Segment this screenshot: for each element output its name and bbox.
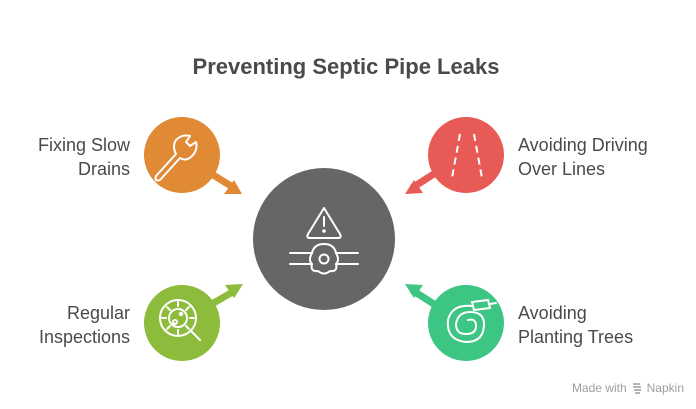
teal-circle <box>428 285 504 361</box>
label-line: Avoiding Driving <box>518 135 648 155</box>
label-line: Regular <box>66 303 130 323</box>
label-avoiding-driving: Avoiding Driving Over Lines <box>518 133 688 181</box>
green-circle <box>144 285 220 361</box>
label-line: Inspections <box>38 327 130 347</box>
arrow-head <box>225 284 243 298</box>
road-icon <box>451 133 483 179</box>
red-circle <box>428 117 504 193</box>
label-line: Drains <box>77 159 130 179</box>
arrow-head <box>224 180 242 194</box>
label-regular-inspections: Regular Inspections <box>20 301 130 349</box>
made-with-text: Made with <box>571 381 627 395</box>
label-line: Over Lines <box>518 159 606 179</box>
title-text: Preventing Septic Pipe Leaks <box>192 54 500 79</box>
node-fixing-slow-drains <box>144 117 242 194</box>
label-line: Planting Trees <box>518 327 634 347</box>
label-line: Avoiding <box>518 303 587 323</box>
footer-credit: Made with Napkin <box>572 381 684 395</box>
magnify-germ-icon <box>159 299 201 341</box>
label-line: Fixing Slow <box>37 135 130 155</box>
arrow-head <box>405 284 423 298</box>
wrench-icon <box>154 134 198 182</box>
label-fixing-slow-drains: Fixing Slow Drains <box>20 133 130 181</box>
napkin-brand-text: Napkin <box>646 381 684 395</box>
arrow-head <box>405 180 423 194</box>
node-regular-inspections <box>144 284 243 361</box>
hose-icon <box>446 298 497 344</box>
pipe-leak-warning-icon <box>289 207 359 275</box>
napkin-logo-icon <box>632 383 641 394</box>
node-avoiding-trees <box>405 284 504 361</box>
label-avoiding-trees: Avoiding Planting Trees <box>518 301 688 349</box>
diagram-title: Preventing Septic Pipe Leaks <box>0 54 696 80</box>
node-avoiding-driving <box>405 117 504 194</box>
orange-circle <box>144 117 220 193</box>
